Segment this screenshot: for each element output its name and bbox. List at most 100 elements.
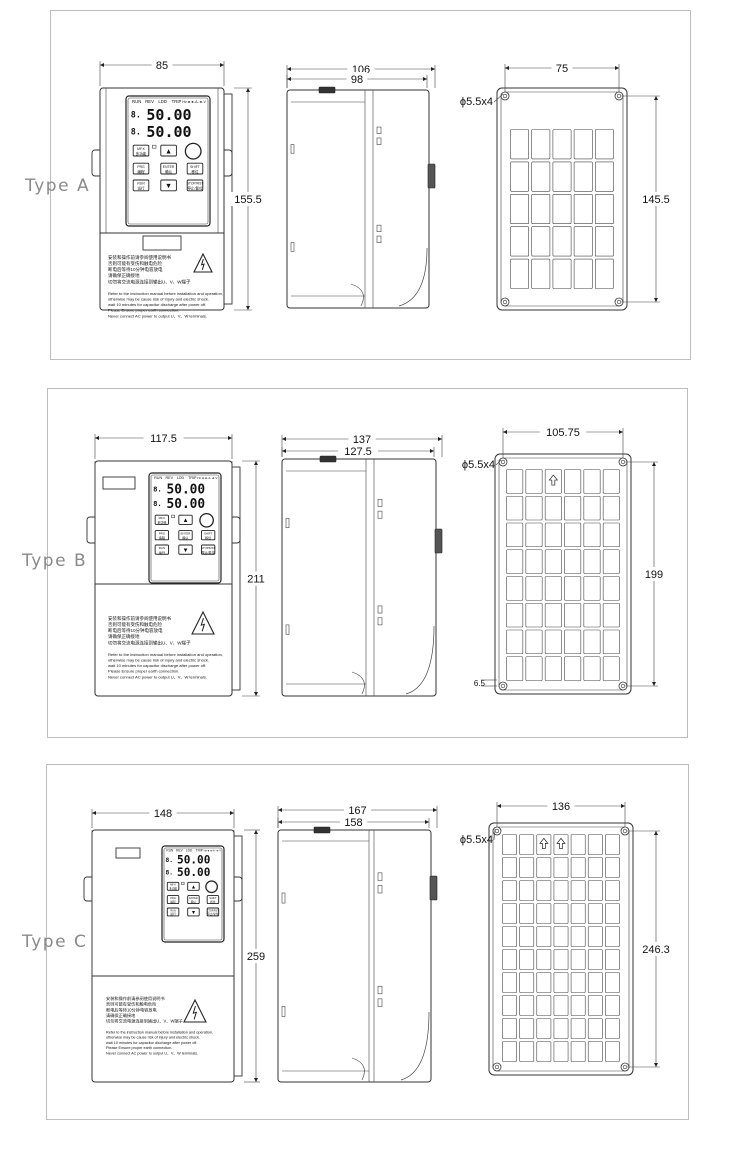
side-slot: [281, 1006, 286, 1017]
mounting-hole: [500, 297, 510, 307]
dimension-label: 98: [351, 74, 363, 86]
dimension-arrow: [287, 67, 291, 71]
vent-cell: [553, 1018, 569, 1039]
mounting-hole: [498, 681, 508, 691]
vent-cell: [519, 949, 535, 970]
back-plate-inner: [500, 91, 624, 307]
vent-cell: [570, 903, 586, 924]
vent-cell: [552, 226, 572, 257]
vent-cell: [583, 469, 601, 494]
mounting-hole: [498, 457, 508, 467]
key-frame: [160, 179, 177, 192]
key-label-cn: 运行: [137, 186, 145, 191]
front-height-dimension: 211: [242, 460, 269, 697]
vent-cell: [510, 161, 530, 192]
vent-slot: [377, 510, 383, 519]
warning-text-cn: 切勿将交流电源连接到输出U、V、W端子: [106, 1018, 183, 1025]
vent-cell: [573, 226, 593, 257]
key-down: ▼: [160, 179, 177, 192]
key-label: PRG: [159, 532, 166, 536]
vent-cell: [519, 1018, 535, 1039]
top-tab: [318, 86, 336, 94]
high-voltage-icon: [191, 610, 215, 635]
vent-cell: [594, 258, 614, 289]
warning-text-cn: 安装和操作前请参阅使用说明书: [108, 615, 171, 622]
vent-cell: [536, 995, 552, 1016]
key-label-cn: 移位: [210, 900, 216, 904]
status-label: REV: [165, 476, 173, 480]
cover-curve: [400, 1011, 430, 1081]
key-up: ▲: [178, 514, 193, 525]
vent-cell: [583, 576, 601, 601]
dimension-arrow: [654, 96, 658, 100]
segment-display: 50.00: [146, 106, 191, 124]
vent-cell: [602, 522, 620, 548]
dimension-arrow: [654, 831, 658, 835]
dimension-arrow: [423, 77, 427, 81]
vent-slot: [377, 885, 383, 894]
vent-cell: [519, 926, 535, 947]
vent-slot: [377, 605, 383, 614]
key-label-cn: 运行: [159, 549, 165, 554]
front-height-dimension: 155.5: [229, 87, 267, 311]
key-label: RUN: [159, 546, 165, 550]
vent-cell: [564, 656, 582, 681]
key-frame: [160, 144, 177, 157]
dimension-label: 155.5: [234, 194, 262, 206]
nameplate: [115, 847, 141, 859]
dimension-label: 148: [154, 808, 172, 820]
vent-cell: [502, 903, 517, 924]
offset-label: 6.5: [474, 679, 486, 688]
warning-text-en: wait 10 minutes for capacitor discharge …: [108, 302, 206, 307]
mounting-hole-inner: [502, 299, 508, 305]
key-label: MF.K: [170, 884, 176, 887]
vent-cell: [583, 495, 601, 521]
key-label: SHIFT: [190, 165, 200, 169]
back-height-dimension: 246.3: [627, 830, 675, 1068]
vent-cell: [506, 522, 524, 548]
label-bg: [338, 444, 378, 456]
type-b-label: Type B: [22, 551, 88, 571]
label-bg: [243, 571, 269, 586]
vent-cell: [502, 834, 517, 855]
vent-cell: [531, 226, 551, 257]
vent-cell: [553, 972, 569, 993]
vent-cell: [594, 226, 614, 257]
vent-cell: [525, 495, 543, 521]
vent-cell: [573, 258, 593, 289]
vent-slot: [376, 126, 382, 134]
keypad-inner: [150, 474, 220, 582]
vent-cell: [605, 949, 620, 970]
vent-cell: [594, 129, 614, 160]
warning-text-en: otherwise may be cause risk of injury an…: [106, 1036, 200, 1040]
back-plate: [488, 822, 634, 1076]
vent-cell: [510, 194, 530, 225]
mounting-hole-inner: [494, 1064, 500, 1070]
vent-cell: [602, 576, 620, 601]
front-width-dimension: 117.5: [94, 431, 233, 459]
side-knob: [427, 163, 436, 189]
key-frame: [187, 895, 200, 905]
mounting-hole: [492, 826, 502, 836]
segment-digit: 8.: [131, 126, 141, 136]
vent-cell: [506, 629, 524, 655]
led-indicator: [181, 882, 185, 885]
label-bg: [641, 567, 667, 581]
vent-cell: [525, 576, 543, 601]
status-label: TRIP: [188, 476, 197, 480]
vent-cell: [587, 880, 603, 901]
warning-text-cn: 断电后等待10分钟电容放电: [108, 266, 163, 273]
vent-cell: [605, 903, 620, 924]
vent-cell: [570, 834, 586, 855]
led-indicator: [171, 514, 176, 519]
warning-label: 安装和操作前请参阅使用说明书否则可能有受伤和触电危险断电后等待10分钟电容放电请…: [108, 610, 223, 679]
key-up: ▲: [187, 881, 200, 891]
vent-cell: [510, 258, 530, 289]
